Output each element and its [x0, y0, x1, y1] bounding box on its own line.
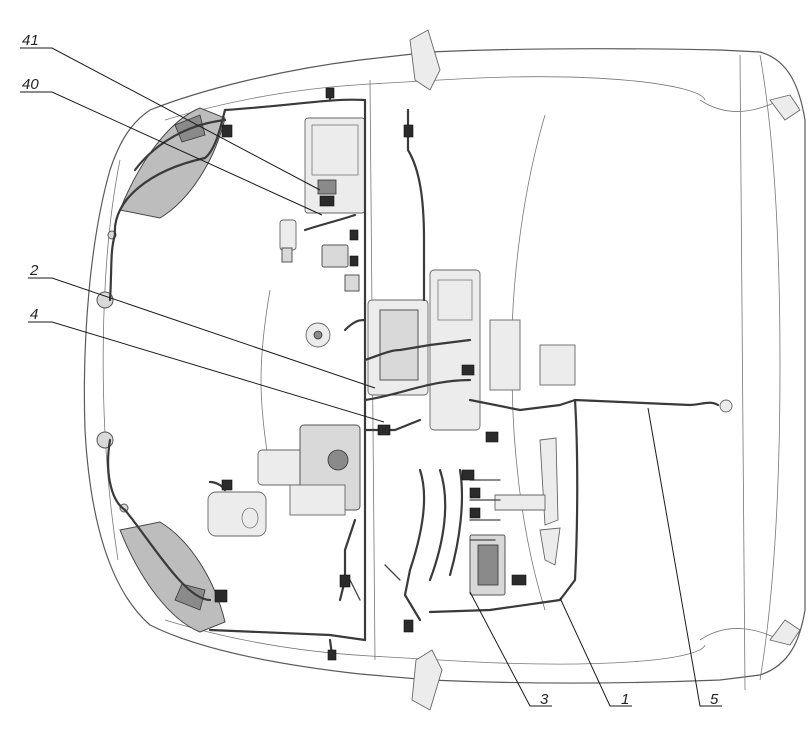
- callout-labels: 41 40 2 4 3 1 5: [22, 32, 719, 708]
- callout-4: 4: [30, 306, 38, 323]
- callout-5: 5: [710, 691, 719, 708]
- callout-3: 3: [540, 691, 549, 708]
- vehicle-body-outline: [83, 29, 806, 711]
- small-connectors-column: [321, 229, 360, 292]
- steering-column: [494, 437, 561, 566]
- harness-connectors: [214, 87, 733, 661]
- sensor-component: [279, 219, 297, 263]
- round-sensor: [305, 322, 331, 348]
- brake-booster-assembly: [257, 424, 361, 516]
- callout-40: 40: [22, 76, 39, 93]
- fuse-block: [469, 534, 506, 596]
- harness-engine-branch: [208, 213, 472, 602]
- callout-1: 1: [621, 691, 629, 708]
- side-marker-lamps: [96, 230, 129, 513]
- relay-fuse-box: [304, 117, 366, 214]
- washer-reservoir: [207, 491, 267, 537]
- engine-block: [367, 269, 576, 431]
- leader-lines: [20, 47, 722, 707]
- callout-2: 2: [29, 262, 39, 279]
- harness-main: [107, 88, 367, 657]
- headlamp-left-bottom: [119, 521, 226, 633]
- harness-dashboard: [349, 108, 720, 622]
- headlamp-left-top: [119, 107, 226, 219]
- callout-41: 41: [22, 32, 39, 49]
